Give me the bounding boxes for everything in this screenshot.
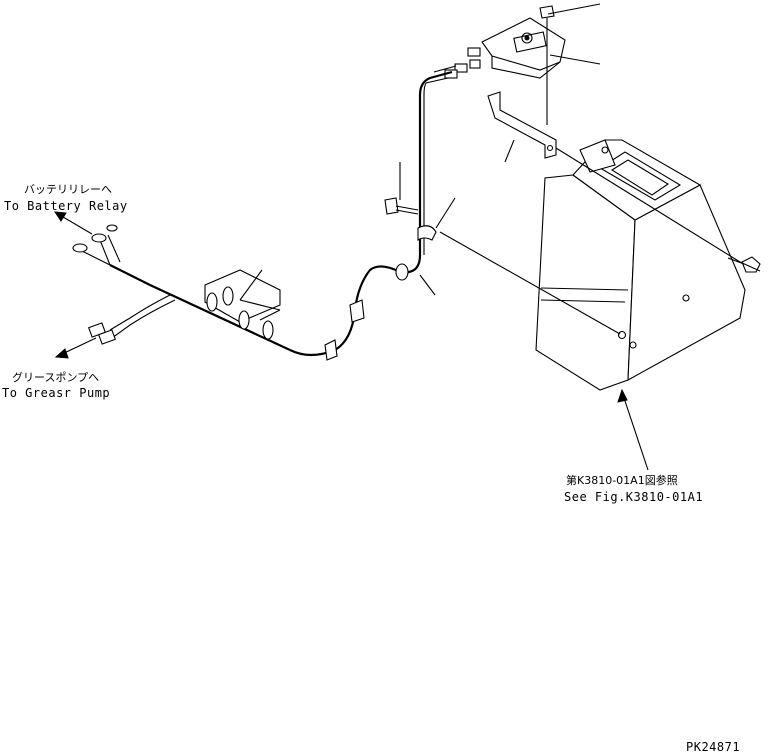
drawing-number: PK24871 (686, 740, 740, 754)
clamp-group (204, 269, 281, 340)
cover-box (535, 139, 746, 391)
see-fig-label-jp: 第K3810-01A1図参照 (566, 473, 678, 487)
relay-assembly (444, 17, 566, 79)
bolt-middle (384, 197, 419, 215)
bolt-top (539, 5, 555, 125)
grease-pump-label-jp: グリースポンプへ (12, 370, 99, 384)
battery-relay-label-jp: バッテリリレーへ (24, 183, 112, 196)
bracket (487, 91, 557, 159)
grease-pump-label-en: To Greasr Pump (2, 386, 110, 400)
leader-lines (54, 3, 741, 471)
bolt-right (727, 256, 761, 273)
battery-relay-label-en: To Battery Relay (4, 199, 128, 213)
harness-vertical (417, 65, 457, 255)
see-fig-label-en: See Fig.K3810-01A1 (564, 490, 703, 504)
